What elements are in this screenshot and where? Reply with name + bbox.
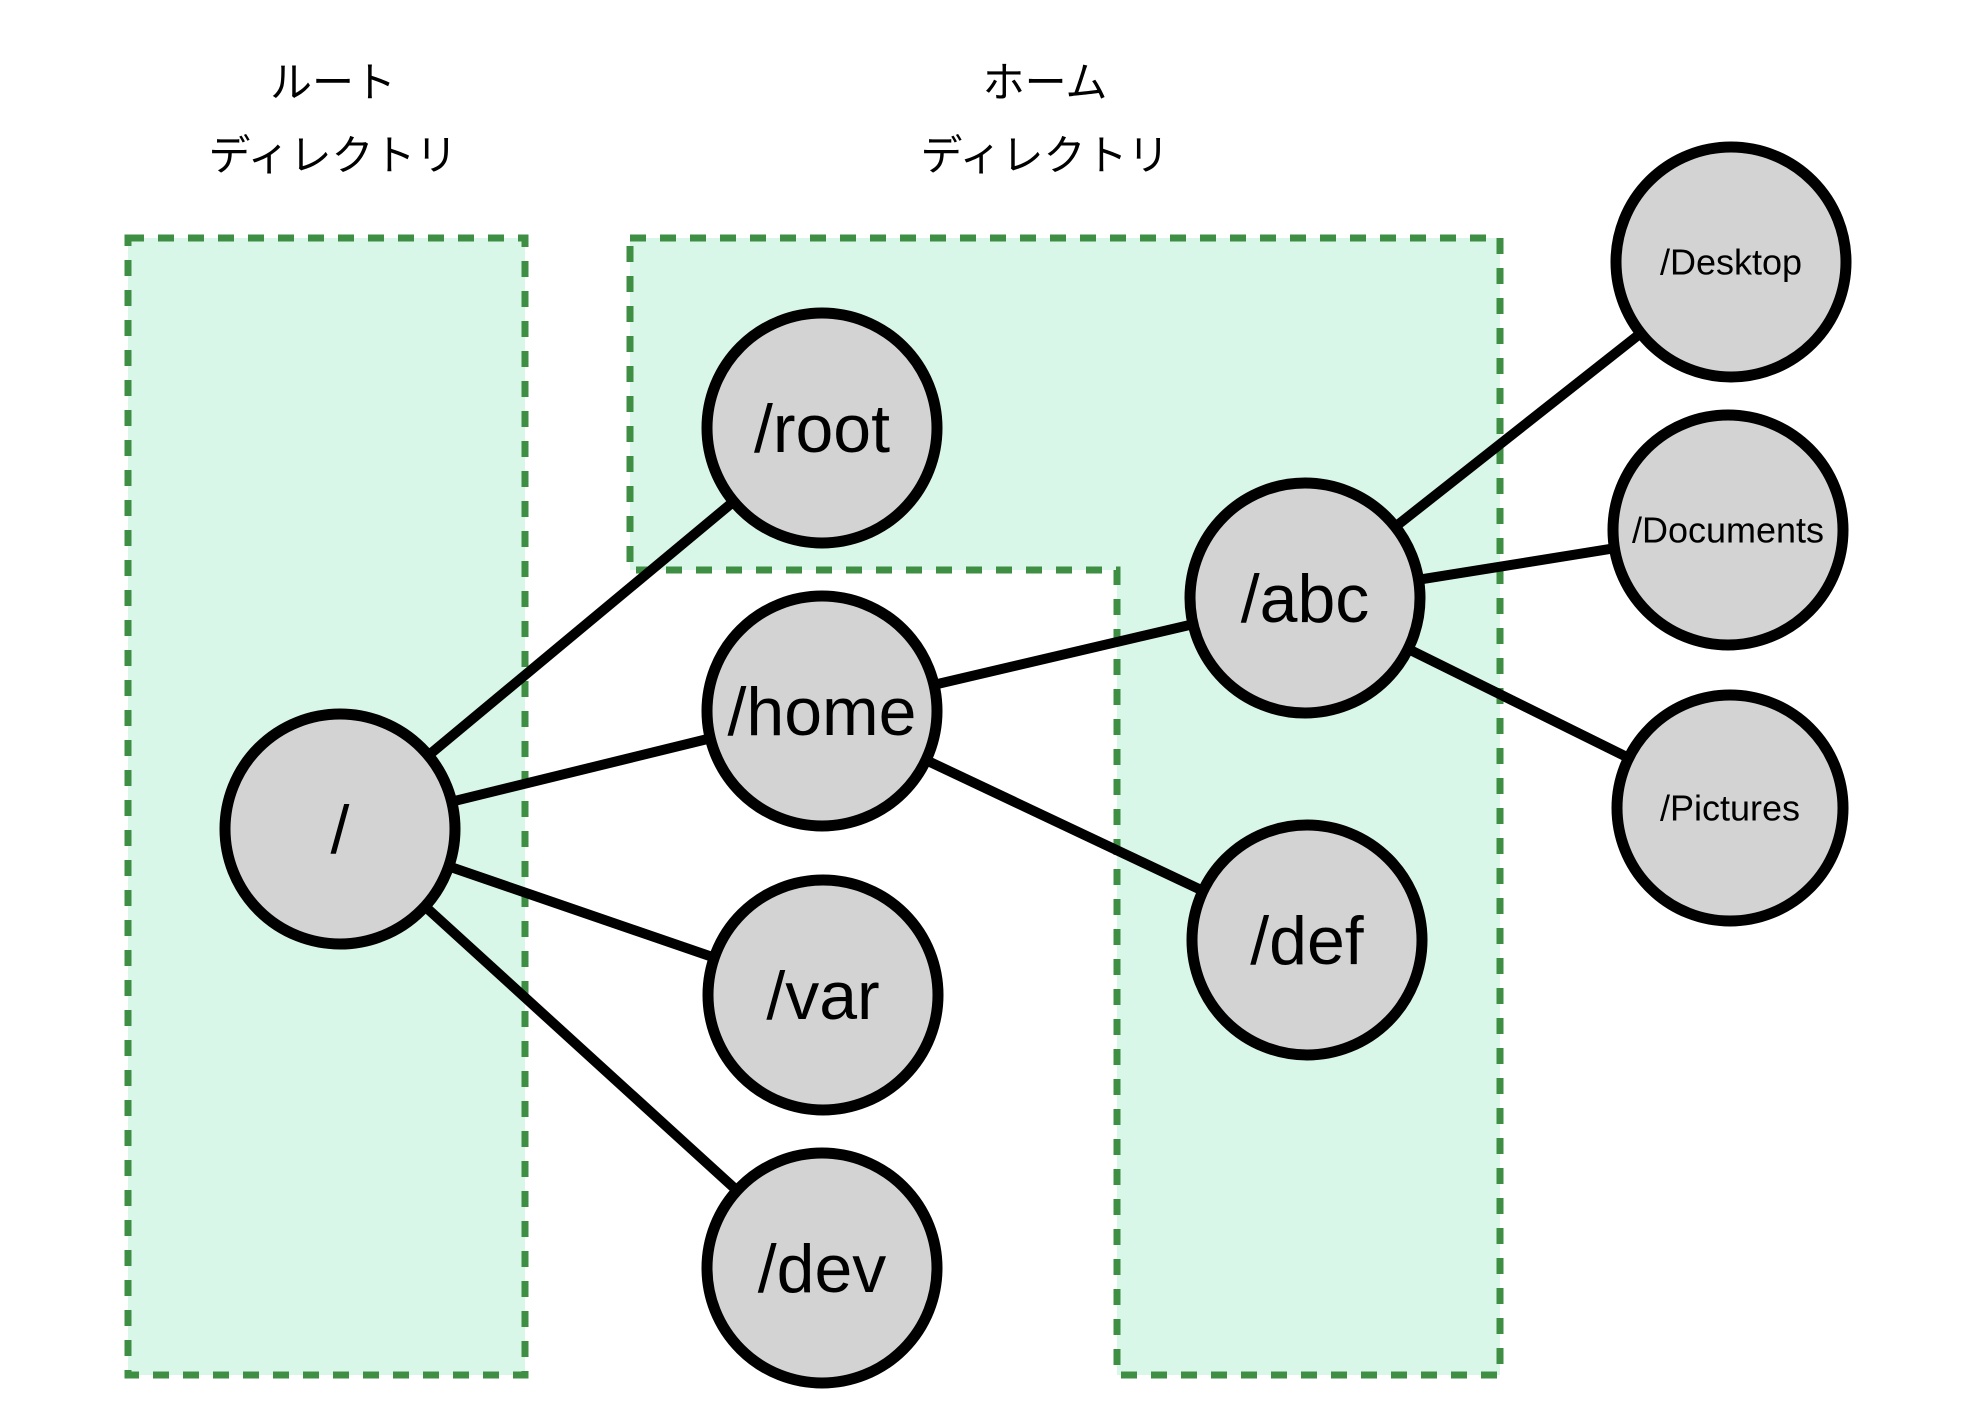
node-slash-circle (219, 708, 461, 950)
node-def-circle (1186, 819, 1428, 1061)
node-root-label: /root (754, 391, 890, 467)
node-pictures-label: /Pictures (1660, 788, 1800, 829)
node-desktop-circle (1610, 141, 1852, 383)
node-home-label: /home (728, 674, 917, 750)
node-dev-label: /dev (758, 1231, 887, 1307)
node-slash: / (219, 708, 461, 950)
node-home-circle (701, 590, 943, 832)
node-home: /home (701, 590, 943, 832)
region-root-directory-title-line1: ルート (270, 59, 396, 106)
node-var: /var (702, 874, 944, 1116)
node-def: /def (1186, 819, 1428, 1061)
node-desktop: /Desktop (1610, 141, 1852, 383)
node-var-circle (702, 874, 944, 1116)
region-home-directory-title-line2: ディレクトリ (920, 132, 1169, 179)
node-dev: /dev (701, 1147, 943, 1389)
node-def-label: /def (1250, 903, 1364, 979)
node-root: /root (701, 307, 943, 549)
node-documents: /Documents (1607, 409, 1849, 651)
node-pictures-circle (1611, 689, 1849, 927)
node-documents-label: /Documents (1632, 510, 1824, 551)
node-abc: /abc (1184, 477, 1426, 719)
node-dev-circle (701, 1147, 943, 1389)
node-abc-label: /abc (1241, 561, 1370, 637)
region-root-directory-title-line2: ディレクトリ (208, 132, 457, 179)
node-abc-circle (1184, 477, 1426, 719)
node-desktop-label: /Desktop (1660, 242, 1802, 283)
region-home-directory-title-line1: ホーム (983, 59, 1108, 106)
node-documents-circle (1607, 409, 1849, 651)
node-slash-label: / (331, 792, 350, 868)
node-pictures: /Pictures (1611, 689, 1849, 927)
node-var-label: /var (766, 958, 879, 1034)
node-root-circle (701, 307, 943, 549)
